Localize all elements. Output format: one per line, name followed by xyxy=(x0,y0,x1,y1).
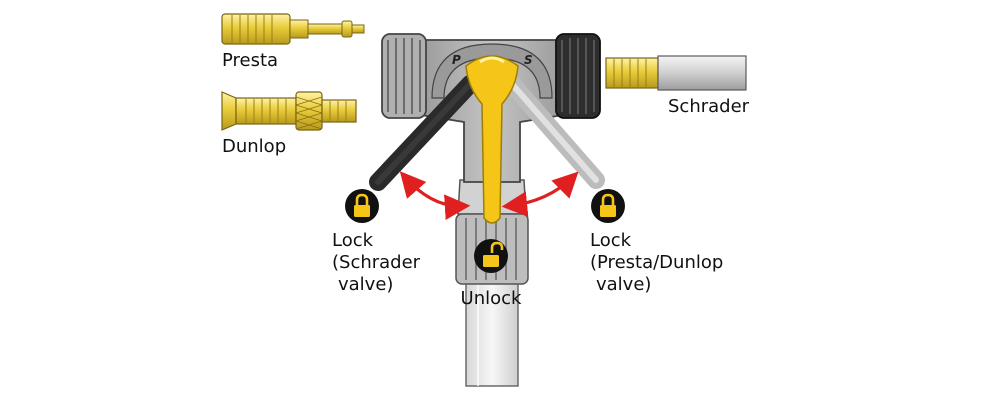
lock-schrader-line-2: (Schrader xyxy=(332,252,421,273)
unlock-label: Unlock xyxy=(460,288,522,309)
light-lever-graphic xyxy=(503,75,605,189)
schrader-valve-graphic xyxy=(605,55,747,91)
head-mark-s: S xyxy=(524,53,533,67)
lock-schrader-line-3: valve) xyxy=(338,274,394,295)
arrow-left-double xyxy=(399,171,471,220)
padlock-closed-icon xyxy=(591,189,625,223)
lock-presta-dunlop-line-3: valve) xyxy=(596,274,652,295)
head-mark-p: P xyxy=(452,53,461,67)
lock-presta-dunlop-line-2: (Presta/Dunlop xyxy=(590,252,724,273)
dunlop-label: Dunlop xyxy=(222,136,287,157)
lock-presta-dunlop-line-1: Lock xyxy=(590,230,632,251)
dark-lever-graphic xyxy=(369,75,479,191)
lock-schrader-line-1: Lock xyxy=(332,230,374,251)
schrader-label: Schrader xyxy=(668,96,750,117)
pump-hose-graphic xyxy=(465,281,519,387)
lock-schrader-label: Lock (Schrader valve) xyxy=(332,230,420,296)
lock-presta-dunlop-label: Lock (Presta/Dunlop valve) xyxy=(590,230,723,296)
yellow-lever-graphic xyxy=(465,55,519,224)
presta-label: Presta xyxy=(222,50,279,71)
dunlop-valve-graphic xyxy=(221,91,357,131)
padlock-open-icon xyxy=(474,239,508,273)
padlock-closed-icon xyxy=(345,189,379,223)
presta-valve-graphic xyxy=(221,13,365,45)
arrow-right-double xyxy=(501,171,579,217)
